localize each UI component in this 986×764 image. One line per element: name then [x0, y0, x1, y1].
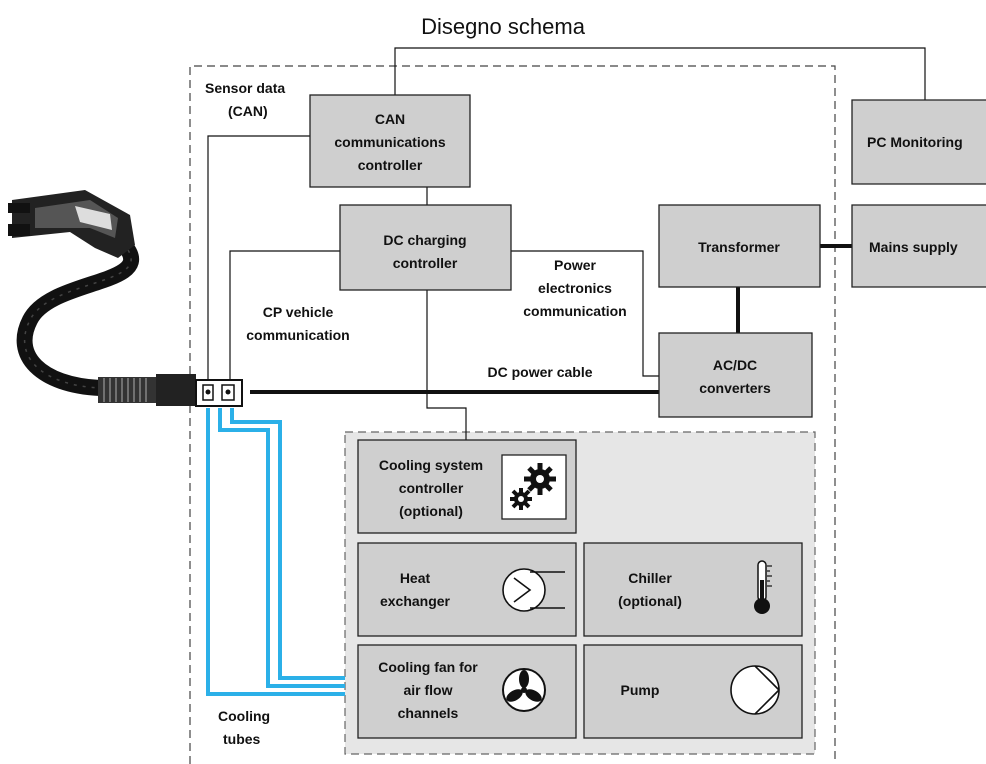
- svg-text:electronics: electronics: [538, 280, 612, 296]
- svg-text:air flow: air flow: [403, 682, 452, 698]
- svg-text:Cooling fan for: Cooling fan for: [378, 659, 478, 675]
- svg-text:communications: communications: [334, 134, 445, 150]
- sensor-data-label: Sensor data (CAN): [205, 80, 285, 119]
- power-lines: [250, 244, 852, 394]
- svg-text:Sensor data: Sensor data: [205, 80, 285, 96]
- pump-icon: [730, 665, 780, 715]
- svg-text:CAN: CAN: [375, 111, 405, 127]
- cooling-tubes-label: Cooling tubes: [218, 708, 270, 747]
- svg-text:exchanger: exchanger: [380, 593, 451, 609]
- svg-text:Heat: Heat: [400, 570, 431, 586]
- dc-power-cable-label: DC power cable: [487, 364, 592, 380]
- chiller-box: Chiller (optional): [583, 542, 803, 637]
- svg-text:(CAN): (CAN): [228, 103, 268, 119]
- svg-text:converters: converters: [699, 380, 771, 396]
- acdc-converters-box: AC/DC converters: [658, 332, 813, 418]
- svg-text:Pump: Pump: [621, 682, 660, 698]
- thermometer-icon: [754, 560, 772, 614]
- fan-icon: [502, 668, 546, 712]
- diagram-title: Disegno schema: [421, 14, 586, 39]
- signal-lines: [207, 47, 926, 440]
- svg-text:(optional): (optional): [618, 593, 682, 609]
- transformer-box: Transformer: [658, 204, 821, 288]
- svg-text:tubes: tubes: [223, 731, 261, 747]
- svg-text:CP vehicle: CP vehicle: [263, 304, 334, 320]
- cooling-tubes: [206, 408, 345, 696]
- svg-text:communication: communication: [246, 327, 349, 343]
- svg-text:DC power cable: DC power cable: [487, 364, 592, 380]
- svg-text:Mains supply: Mains supply: [869, 239, 958, 255]
- svg-text:Cooling system: Cooling system: [379, 457, 483, 473]
- heat-exchanger-icon: [502, 568, 565, 612]
- system-boundary: [189, 65, 836, 764]
- heat-exchanger-box: Heat exchanger: [357, 542, 577, 637]
- svg-text:DC charging: DC charging: [383, 232, 466, 248]
- svg-text:Cooling: Cooling: [218, 708, 270, 724]
- charging-connector-icon: [8, 190, 243, 407]
- svg-text:controller: controller: [358, 157, 423, 173]
- can-controller-box: CAN communications controller: [309, 94, 471, 188]
- svg-text:AC/DC: AC/DC: [713, 357, 757, 373]
- svg-text:Power: Power: [554, 257, 597, 273]
- mains-supply-box: Mains supply: [851, 204, 986, 288]
- pc-monitoring-box: PC Monitoring: [851, 99, 986, 185]
- cooling-fan-box: Cooling fan for air flow channels: [357, 644, 577, 739]
- cp-vehicle-communication-label: CP vehicle communication: [246, 304, 349, 343]
- svg-text:(optional): (optional): [399, 503, 463, 519]
- power-electronics-communication-label: Power electronics communication: [523, 257, 626, 319]
- svg-text:communication: communication: [523, 303, 626, 319]
- svg-text:controller: controller: [399, 480, 464, 496]
- cooling-system-controller-box: Cooling system controller (optional): [357, 439, 577, 534]
- gears-icon: [501, 454, 567, 520]
- svg-text:PC Monitoring: PC Monitoring: [867, 134, 963, 150]
- pump-box: Pump: [583, 644, 803, 739]
- svg-text:Transformer: Transformer: [698, 239, 780, 255]
- svg-text:channels: channels: [398, 705, 459, 721]
- svg-text:controller: controller: [393, 255, 458, 271]
- svg-text:Chiller: Chiller: [628, 570, 672, 586]
- dc-charging-controller-box: DC charging controller: [339, 204, 512, 291]
